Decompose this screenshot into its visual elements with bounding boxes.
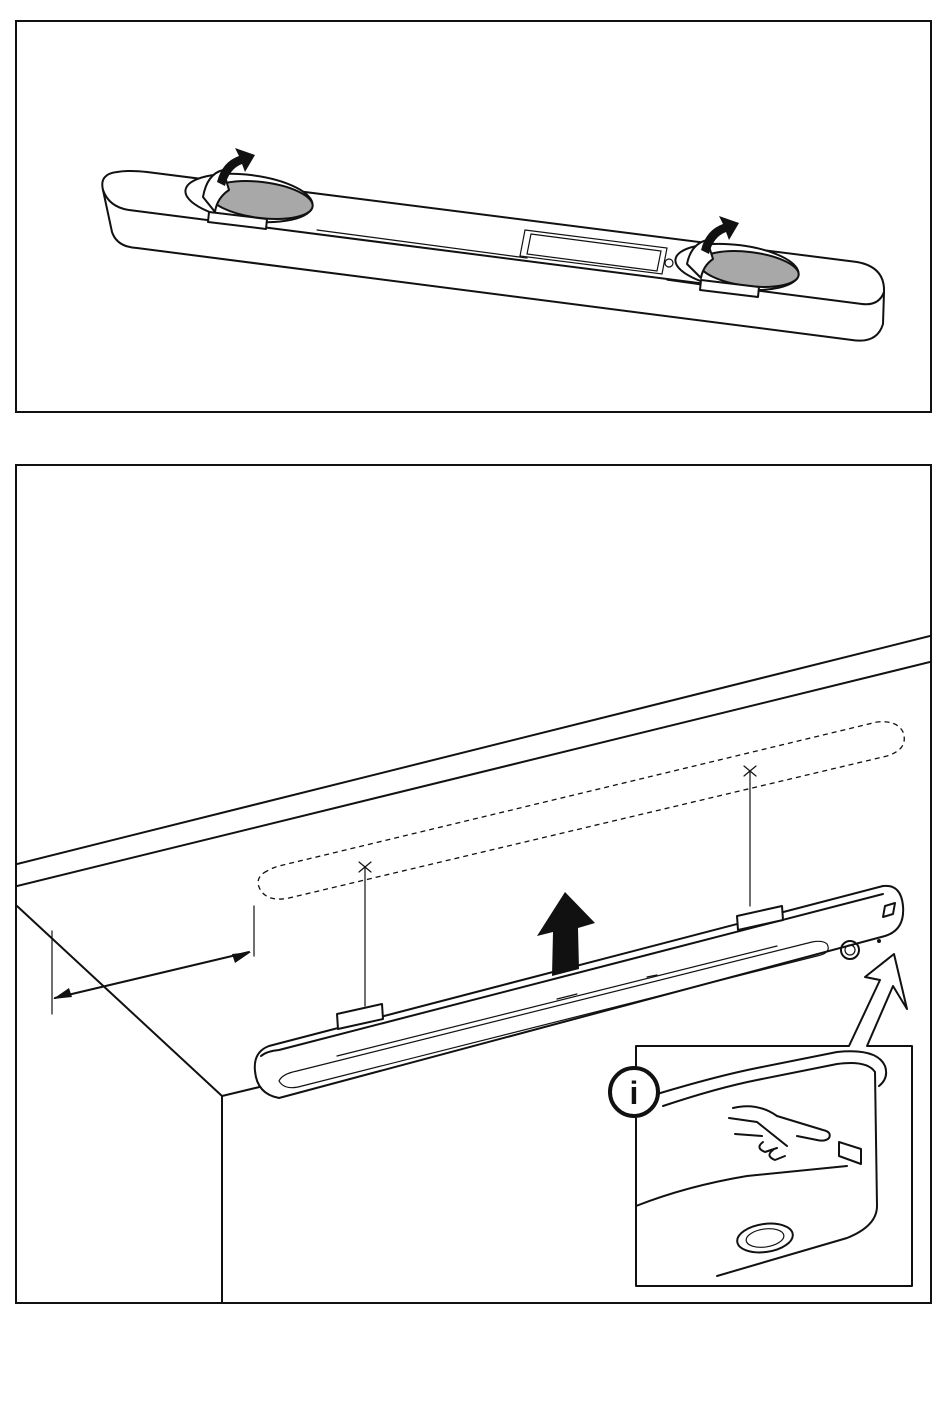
detail-callout	[636, 954, 912, 1286]
tv-edge-lines	[17, 636, 930, 1302]
panel-peel-adhesive	[15, 20, 932, 413]
info-icon: i	[610, 1068, 658, 1116]
mounting-illustration: i	[17, 466, 930, 1302]
distance-arrow	[53, 952, 251, 999]
panel-mount-under-tv: i	[15, 464, 932, 1304]
svg-text:i: i	[630, 1075, 639, 1111]
mark-x-left	[359, 862, 371, 1006]
pointing-hand-icon	[729, 1106, 830, 1160]
reset-button	[839, 1142, 861, 1164]
soundbar-underside-illustration	[17, 22, 930, 411]
